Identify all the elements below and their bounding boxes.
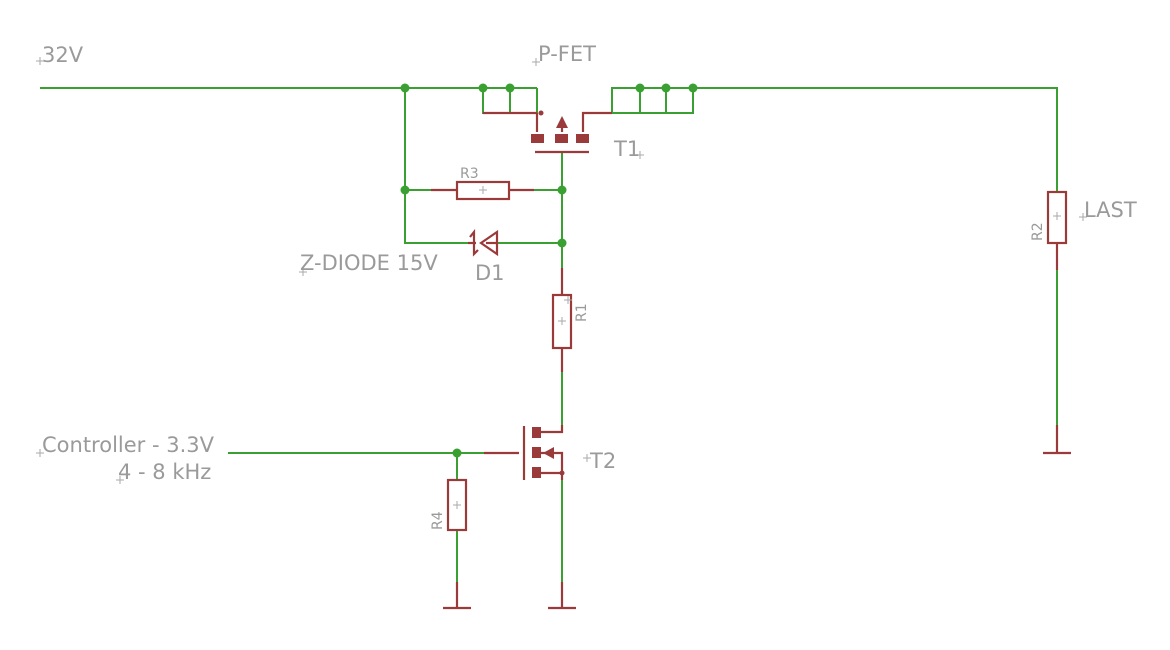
junction-dot: [400, 185, 410, 195]
pfet-t1-symbol: [483, 110, 612, 154]
label-origin-markers: [36, 57, 1087, 484]
nfet-t2-symbol: [484, 425, 565, 480]
resistor-r4: [446, 478, 468, 532]
junction-dot: [688, 83, 698, 93]
zener-label: Z-DIODE 15V: [300, 251, 438, 275]
ground-icon: [548, 582, 576, 610]
junctions: [400, 83, 698, 458]
junction-dot: [400, 83, 410, 93]
frequency-label: 4 - 8 kHz: [118, 460, 211, 484]
t2-designator: T2: [589, 449, 616, 473]
load-label: LAST: [1084, 198, 1137, 222]
t1-designator: T1: [613, 137, 640, 161]
pfet-drain-wire: [611, 87, 1058, 192]
supply-label: 32V: [42, 43, 84, 67]
wires: [40, 87, 1058, 582]
r3-designator: R3: [460, 166, 479, 182]
r1-designator: R1: [574, 303, 590, 322]
junction-dot: [557, 185, 567, 195]
junction-dot: [505, 83, 515, 93]
pfet-drain-stub-wire: [612, 88, 694, 114]
d1-designator: D1: [475, 261, 505, 285]
junction-dot: [661, 83, 671, 93]
junction-dot: [478, 83, 488, 93]
resistor-r1: [551, 268, 573, 372]
gate-pullup-left-wire: [404, 88, 468, 244]
r4-designator: R4: [430, 511, 446, 530]
ground-symbols: [443, 425, 1071, 610]
r2-designator: R2: [1030, 222, 1046, 241]
junction-dot: [452, 448, 462, 458]
pfet-label: P-FET: [538, 42, 596, 66]
ground-icon: [443, 582, 471, 610]
junction-dot: [557, 238, 567, 248]
controller-label: Controller - 3.3V: [42, 433, 215, 457]
resistor-r2: [1046, 190, 1068, 270]
ground-icon: [1043, 425, 1071, 455]
resistor-r3: [431, 180, 534, 201]
junction-dot: [635, 83, 645, 93]
zener-d1-symbol: [468, 228, 499, 257]
